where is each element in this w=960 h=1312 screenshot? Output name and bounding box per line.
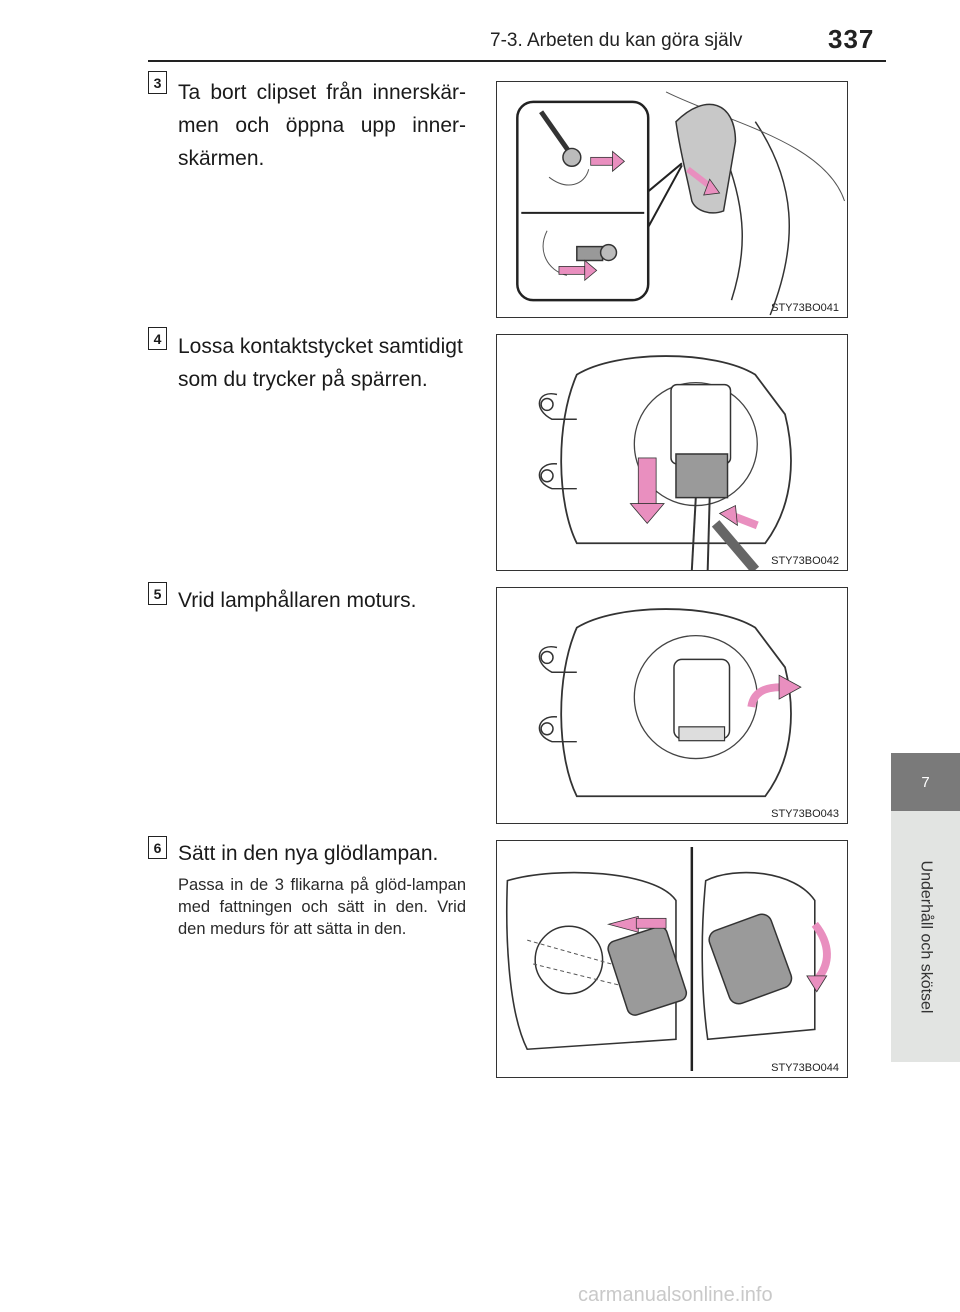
section-title: 7-3. Arbeten du kan göra själv [490, 30, 743, 51]
figure-step-6: STY73BO044 [496, 840, 848, 1078]
chapter-strip [891, 811, 960, 1062]
header-divider [148, 60, 886, 62]
figure-code-3: STY73BO041 [771, 302, 839, 314]
figure-step-3: STY73BO041 [496, 81, 848, 318]
figure-code-6: STY73BO044 [771, 1062, 839, 1074]
watermark[interactable]: carmanualsonline.info [578, 1284, 773, 1306]
figure-code-4: STY73BO042 [771, 555, 839, 567]
figure-code-5: STY73BO043 [771, 808, 839, 820]
figure-step-5: STY73BO043 [496, 587, 848, 824]
new-bulb-insert-illustration [506, 846, 831, 1072]
chapter-title: Underhåll och skötsel [917, 860, 935, 1013]
figure-step-4: STY73BO042 [496, 334, 848, 571]
headlamp-connector-illustration [538, 355, 792, 570]
step-text-4: Lossa kontaktstycket samtidigt som du tr… [178, 335, 463, 391]
page-number: 337 [828, 24, 875, 54]
step-number-6: 6 [148, 836, 167, 859]
chapter-tab[interactable]: 7 [891, 753, 960, 811]
step-number-4: 4 [148, 327, 167, 350]
bulb-holder-rotate-illustration [538, 608, 802, 798]
step-text-6: Sätt in den nya glödlampan. [178, 842, 439, 865]
step-number-5: 5 [148, 582, 167, 605]
step-text-3: Ta bort clipset från innerskär-men och ö… [178, 81, 466, 170]
inner-fender-clip-illustration [516, 91, 846, 316]
step-text-5: Vrid lamphållaren moturs. [178, 589, 417, 612]
step-note-6: Passa in de 3 flikarna på glöd-lampan me… [178, 876, 466, 938]
step-number-3: 3 [148, 71, 167, 94]
chapter-number: 7 [921, 773, 930, 791]
